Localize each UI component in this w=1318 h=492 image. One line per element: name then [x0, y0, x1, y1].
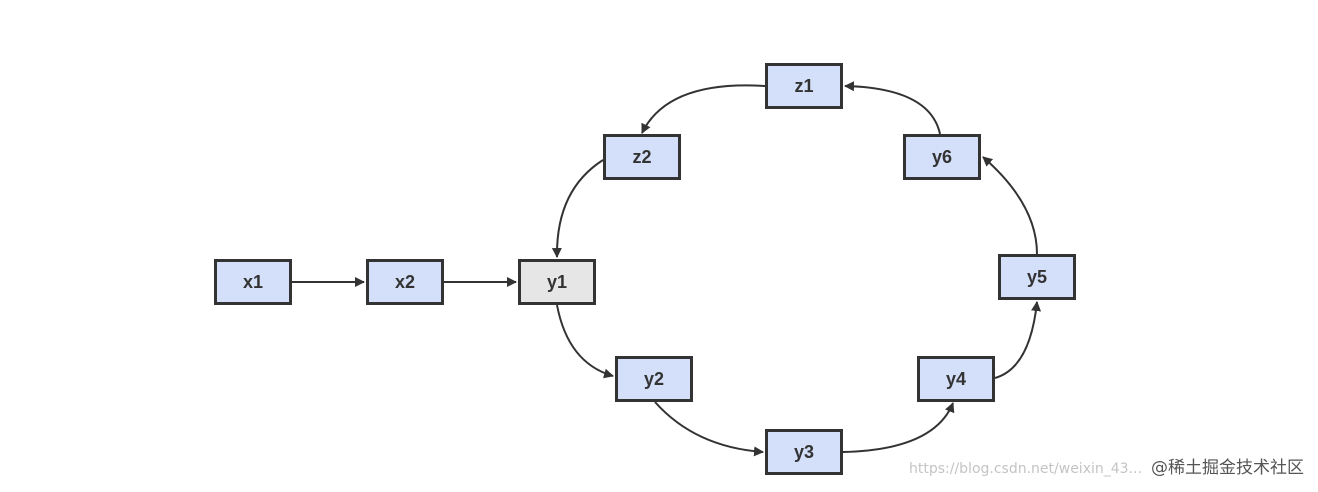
edge-y2-y3	[654, 401, 764, 457]
edge-z2-y1	[551, 159, 604, 258]
edge-z1-z2	[641, 84, 766, 134]
watermark: https://blog.csdn.net/weixin_43... @稀土掘金…	[909, 453, 1304, 478]
watermark-url: https://blog.csdn.net/weixin_43...	[908, 461, 1142, 477]
node-x2: x2	[366, 259, 444, 305]
edge-y6-z1	[844, 81, 941, 135]
node-x1: x1	[214, 259, 292, 305]
edge-y1-y2	[556, 304, 614, 379]
edge-y4-y5	[994, 301, 1042, 379]
node-y3: y3	[765, 429, 843, 475]
node-z1: z1	[765, 63, 843, 109]
node-z2: z2	[603, 134, 681, 180]
edge-y5-y6	[982, 156, 1038, 255]
node-y2: y2	[615, 356, 693, 402]
node-y4: y4	[917, 356, 995, 402]
watermark-brand: @稀土掘金技术社区	[1151, 458, 1304, 478]
node-y6: y6	[903, 134, 981, 180]
node-y5: y5	[998, 254, 1076, 300]
edge-y3-y4	[842, 402, 955, 453]
node-y1: y1	[518, 259, 596, 305]
